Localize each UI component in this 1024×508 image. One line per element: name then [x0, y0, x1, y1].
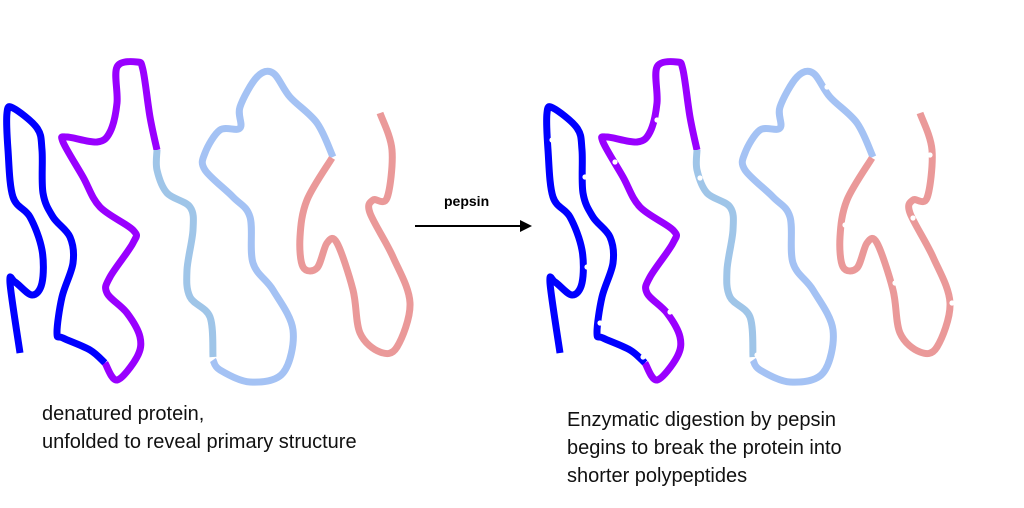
arrow: [415, 220, 532, 232]
caption-line: Enzymatic digestion by pepsin: [567, 409, 837, 431]
polypeptide-segment-blue: [543, 103, 648, 366]
cleavage-site: [794, 219, 800, 225]
cleavage-site: [597, 320, 603, 326]
cleavage-site: [549, 137, 555, 143]
digested-protein: [543, 58, 954, 386]
polypeptide-segment-light-blue-2: [198, 67, 337, 386]
cleavage-site: [612, 159, 618, 165]
cleavage-site: [734, 242, 740, 248]
cleavage-site: [584, 264, 590, 270]
polypeptide-segment-light-blue-2: [738, 67, 877, 386]
caption-line: begins to break the protein into: [567, 437, 842, 459]
cleavage-site: [842, 222, 848, 228]
left-caption: denatured protein, unfolded to reveal pr…: [42, 400, 357, 456]
polypeptide-segment-light-blue-1: [152, 149, 217, 358]
cleavage-site: [834, 310, 840, 316]
cleavage-site: [640, 354, 646, 360]
caption-line: unfolded to reveal primary structure: [42, 431, 357, 453]
cleavage-site: [910, 215, 916, 221]
caption-line: shorter polypeptides: [567, 465, 748, 487]
polypeptide-segment-pink: [296, 111, 414, 358]
polypeptide-segment-purple: [598, 58, 701, 384]
cleavage-site: [754, 352, 760, 358]
polypeptide-segment-light-blue-1: [692, 149, 757, 358]
polypeptide-segment-pink: [836, 111, 954, 358]
cleavage-site: [824, 84, 830, 90]
caption-line: denatured protein,: [42, 403, 205, 425]
cleavage-site: [667, 309, 673, 315]
cleavage-site: [949, 300, 955, 306]
denatured-protein: [3, 58, 414, 386]
cleavage-site: [892, 280, 898, 286]
cleavage-site: [697, 175, 703, 181]
cleavage-site: [927, 152, 933, 158]
cleavage-site: [654, 117, 660, 123]
arrow-label: pepsin: [444, 193, 490, 209]
right-caption: Enzymatic digestion by pepsin begins to …: [567, 406, 842, 490]
cleavage-site: [582, 174, 588, 180]
cleavage-sites: [549, 84, 955, 360]
polypeptide-segment-purple: [58, 58, 161, 384]
polypeptide-segment-blue: [3, 103, 108, 366]
